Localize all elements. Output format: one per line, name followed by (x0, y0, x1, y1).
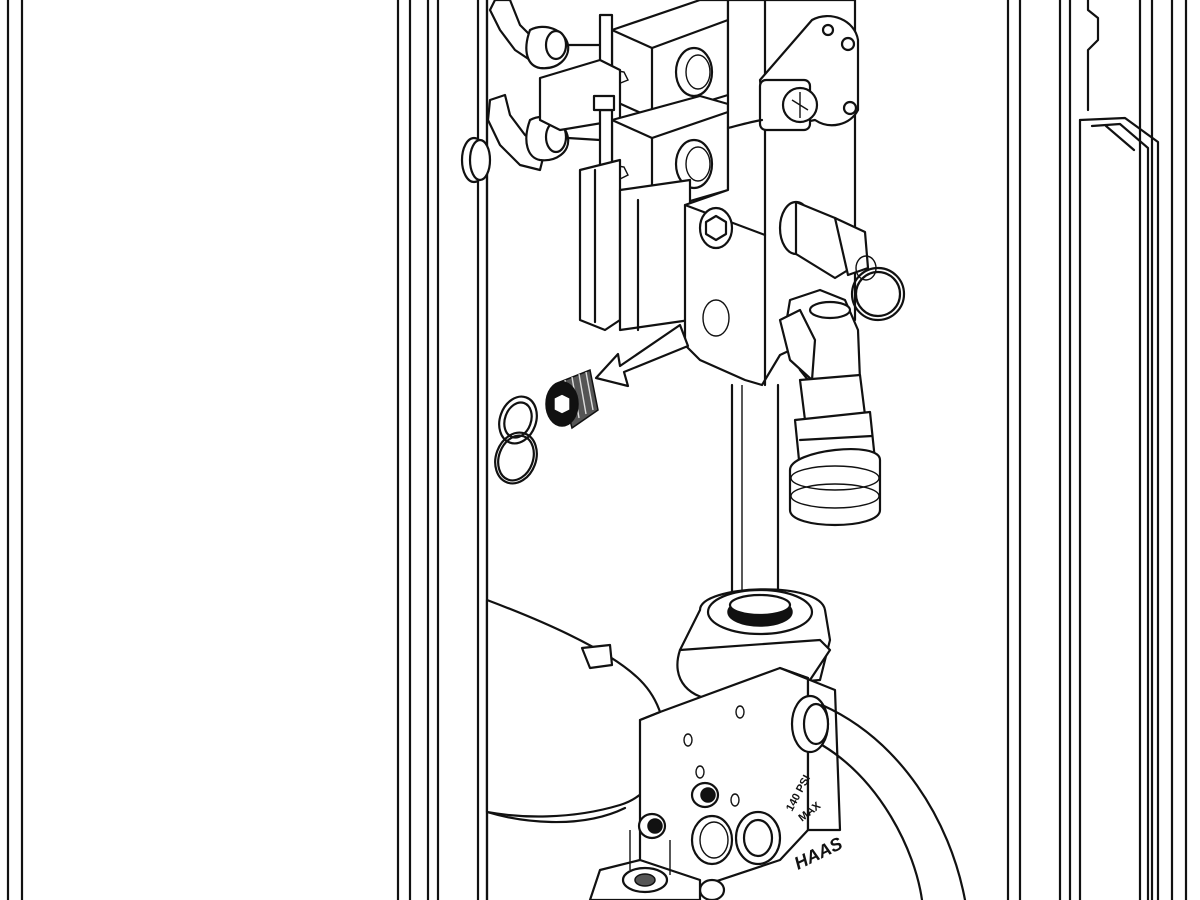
hose (790, 694, 967, 900)
removal-callout (494, 323, 690, 485)
vertical-tube (730, 383, 780, 602)
hex-fitting-upper (778, 200, 906, 322)
cabinet-rails (426, 0, 1188, 900)
pressure-sensor (726, 15, 860, 132)
right-bracket (1078, 0, 1160, 900)
quick-coupler (778, 288, 882, 527)
removal-arrow-icon (594, 323, 690, 388)
filter-housing (676, 588, 832, 702)
valve-manifold (578, 158, 692, 332)
drain-fitting (588, 830, 702, 900)
o-ring-seals (494, 395, 538, 485)
left-door-frame (6, 0, 412, 900)
deflector-plate (485, 598, 666, 824)
pipe-plug-icon (545, 368, 599, 430)
